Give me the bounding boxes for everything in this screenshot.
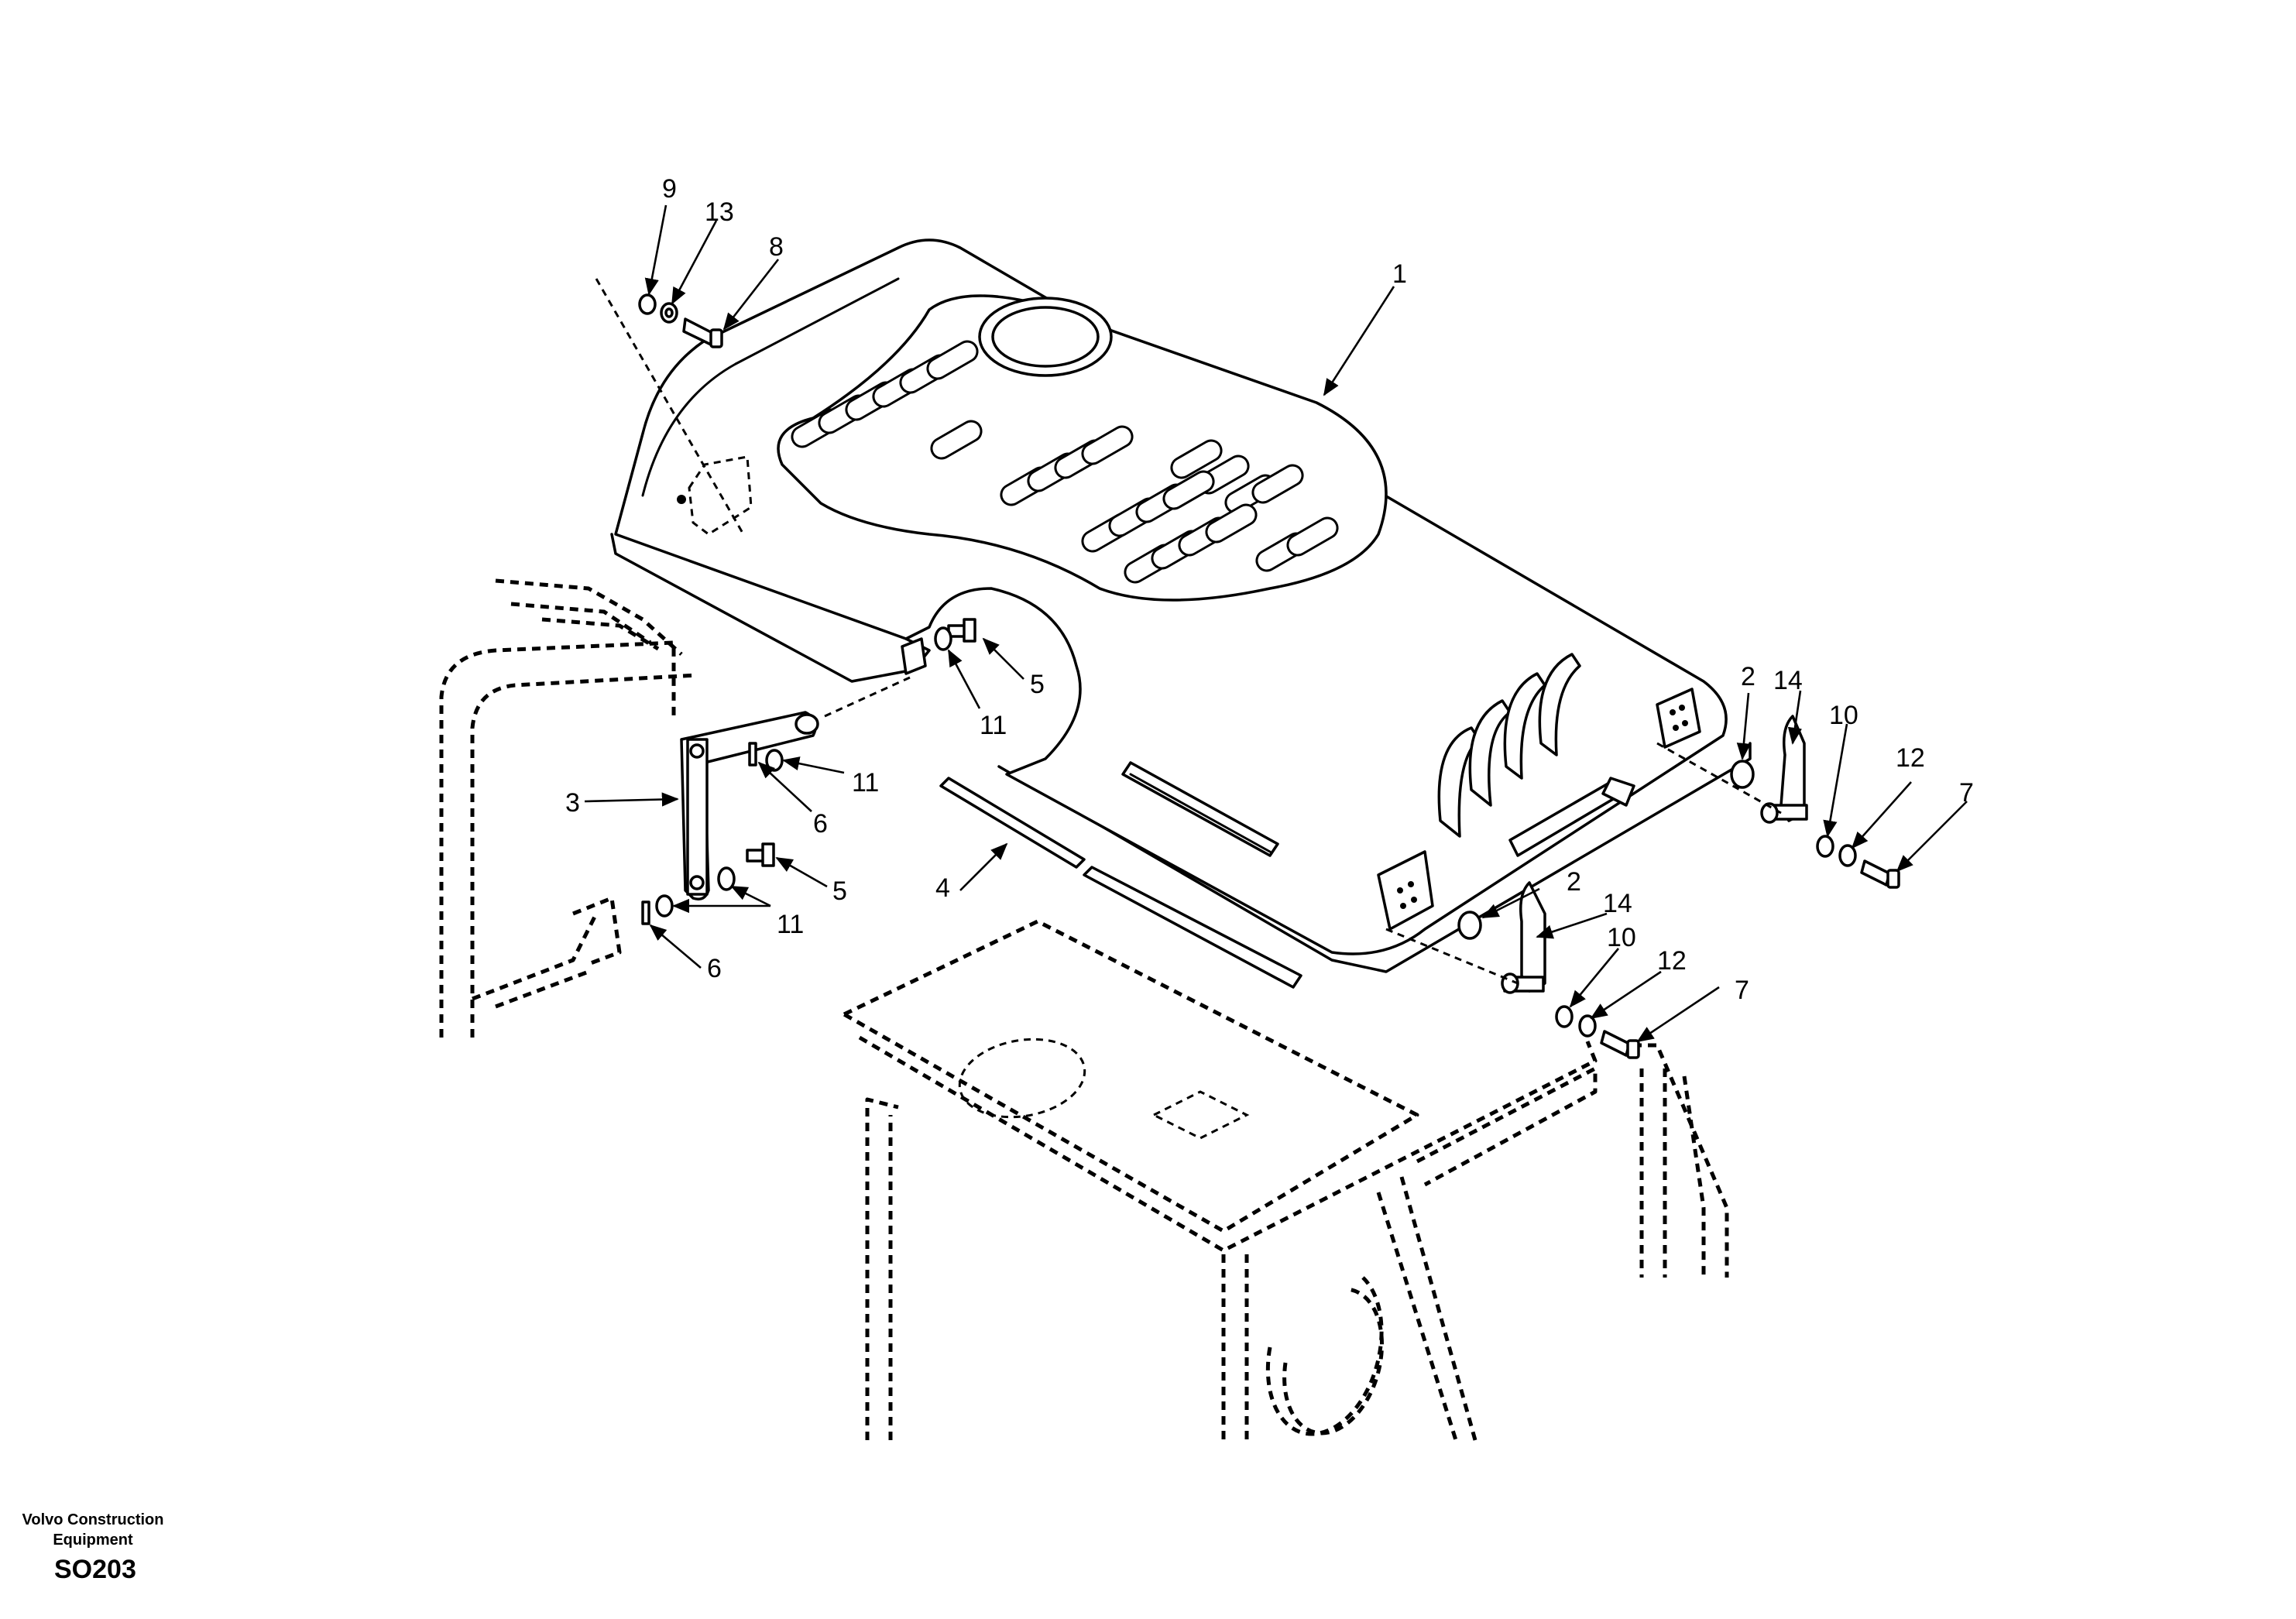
fasteners xyxy=(638,293,1900,1059)
drawing-code: SO203 xyxy=(54,1555,136,1584)
callout-5: 5 xyxy=(1030,670,1045,699)
callout-9: 9 xyxy=(662,174,677,204)
callout-14: 14 xyxy=(1773,666,1803,695)
engine-hood xyxy=(595,238,1752,973)
callout-11: 11 xyxy=(852,768,879,797)
callout-13: 13 xyxy=(705,197,734,227)
callout-11: 11 xyxy=(980,711,1007,740)
leader-lines xyxy=(584,204,1968,1043)
vent-slots xyxy=(791,340,1339,584)
callout-10: 10 xyxy=(1829,701,1858,730)
callout-labels: 1 2 2 3 4 5 5 6 6 7 7 8 9 10 10 11 11 11… xyxy=(565,174,1974,1005)
company-line-1: Volvo Construction xyxy=(22,1511,164,1528)
callout-10: 10 xyxy=(1607,923,1636,952)
callout-3: 3 xyxy=(565,788,580,818)
callout-7: 7 xyxy=(1959,778,1974,808)
callout-2: 2 xyxy=(1567,867,1581,897)
callout-6: 6 xyxy=(813,809,828,839)
hinge-arm xyxy=(680,676,911,900)
seal-strip xyxy=(939,777,1302,989)
callout-12: 12 xyxy=(1657,946,1687,976)
callout-5: 5 xyxy=(832,876,847,906)
cab-frame-outline xyxy=(439,578,1729,1441)
callout-1: 1 xyxy=(1392,259,1407,289)
callout-4: 4 xyxy=(935,873,950,903)
callout-11: 11 xyxy=(777,910,804,939)
callout-2: 2 xyxy=(1741,662,1755,691)
company-line-2: Equipment xyxy=(53,1532,133,1549)
callout-8: 8 xyxy=(769,232,784,262)
company-name: Volvo Construction Equipment xyxy=(0,1510,186,1550)
callout-6: 6 xyxy=(707,954,722,983)
callout-12: 12 xyxy=(1896,743,1925,773)
callout-7: 7 xyxy=(1735,976,1749,1005)
callout-14: 14 xyxy=(1603,889,1632,918)
